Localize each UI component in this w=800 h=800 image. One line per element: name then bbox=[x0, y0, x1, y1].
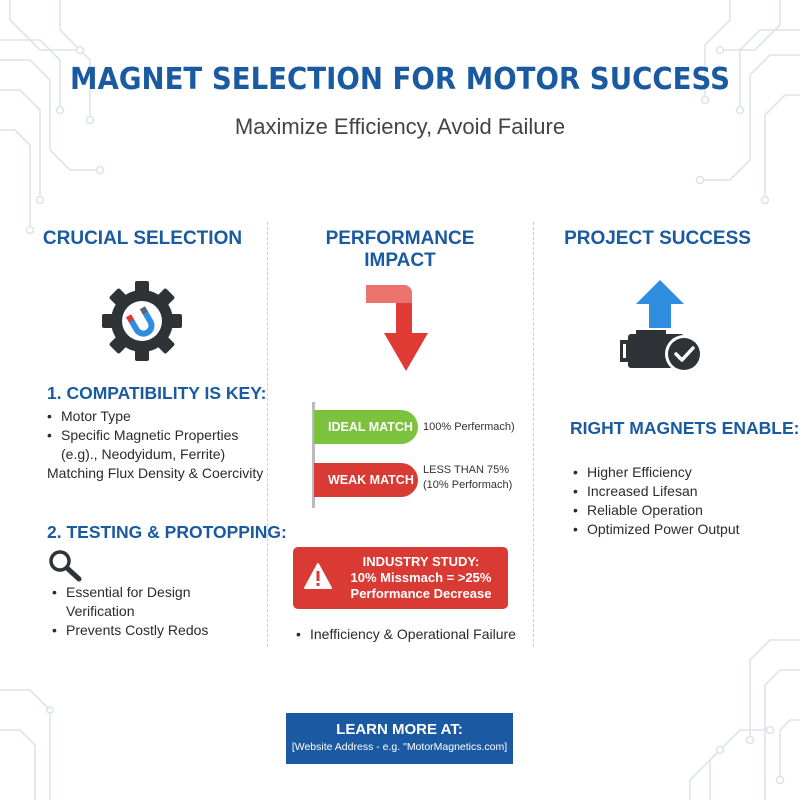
circuit-pattern-bottom-right bbox=[689, 639, 800, 800]
circuit-pattern-bottom-left bbox=[0, 689, 54, 800]
alert-line2: 10% Missmach = >25% bbox=[350, 570, 492, 585]
gear-magnet-icon bbox=[102, 281, 182, 361]
list-item: Reliable Operation bbox=[573, 501, 793, 520]
down-arrow-icon bbox=[366, 285, 428, 371]
weak-match-bar: WEAK MATCH bbox=[314, 463, 418, 497]
compatibility-list: Motor Type Specific Magnetic Properties … bbox=[47, 407, 267, 483]
ideal-match-bar: IDEAL MATCH bbox=[314, 410, 418, 444]
weak-match-note: LESS THAN 75% (10% Performach) bbox=[423, 463, 512, 493]
list-item-continuation: Matching Flux Density & Coercivity bbox=[47, 465, 264, 481]
project-success-title: PROJECT SUCCESS bbox=[564, 228, 751, 249]
learn-more-banner[interactable]: LEARN MORE AT: [Website Address - e.g. "… bbox=[286, 713, 513, 764]
testing-heading: 2. TESTING & PROTOPPING: bbox=[47, 522, 287, 542]
alert-text: INDUSTRY STUDY: 10% Missmach = >25% Perf… bbox=[341, 554, 501, 602]
list-item: Higher Efficiency bbox=[573, 463, 793, 482]
learn-more-title: LEARN MORE AT: bbox=[336, 721, 463, 738]
list-item-continuation: (e.g)., Neodyidum, Ferrite) bbox=[61, 446, 226, 462]
list-item: Prevents Costly Redos bbox=[52, 621, 262, 640]
page-subtitle: Maximize Efficiency, Avoid Failure bbox=[234, 114, 566, 139]
list-item: Increased Lifesan bbox=[573, 482, 793, 501]
website-link[interactable]: [Website Address - e.g. "MotorMagnetics.… bbox=[291, 741, 508, 753]
weak-match-note-line2: (10% Performach) bbox=[423, 479, 513, 491]
performance-impact-title: PERFORMANCE IMPACT bbox=[325, 228, 475, 271]
alert-line3: Performance Decrease bbox=[350, 586, 492, 601]
circuit-pattern-right bbox=[695, 0, 800, 205]
motor-up-arrow-check-icon bbox=[620, 280, 703, 373]
list-item: Specific Magnetic Properties bbox=[47, 426, 267, 445]
ideal-match-note: 100% Perfermach) bbox=[423, 421, 515, 433]
magnifier-icon bbox=[49, 550, 82, 582]
crucial-selection-title: CRUCIAL SELECTION bbox=[42, 228, 243, 249]
impact-footnote-list: Inefficiency & Operational Failure bbox=[296, 625, 526, 644]
column-divider-left bbox=[267, 222, 268, 647]
list-item: Optimized Power Output bbox=[573, 520, 793, 539]
bar-axis bbox=[312, 402, 315, 508]
column-divider-right bbox=[533, 222, 534, 647]
compatibility-heading: 1. COMPATIBILITY IS KEY: bbox=[47, 383, 267, 403]
weak-match-note-line1: LESS THAN 75% bbox=[423, 464, 510, 476]
benefits-list: Higher Efficiency Increased Lifesan Reli… bbox=[573, 463, 793, 539]
warning-icon bbox=[304, 563, 332, 589]
list-item: Inefficiency & Operational Failure bbox=[296, 625, 526, 644]
right-magnets-heading: RIGHT MAGNETS ENABLE: bbox=[570, 418, 800, 438]
alert-line1: INDUSTRY STUDY: bbox=[362, 554, 480, 569]
list-item: Essential for Design Verification bbox=[52, 583, 262, 621]
industry-study-alert: INDUSTRY STUDY: 10% Missmach = >25% Perf… bbox=[293, 547, 508, 609]
testing-list: Essential for Design Verification Preven… bbox=[52, 583, 262, 640]
page-title: MAGNET SELECTION FOR MOTOR SUCCESS bbox=[69, 62, 730, 97]
list-item: Motor Type bbox=[47, 407, 267, 426]
